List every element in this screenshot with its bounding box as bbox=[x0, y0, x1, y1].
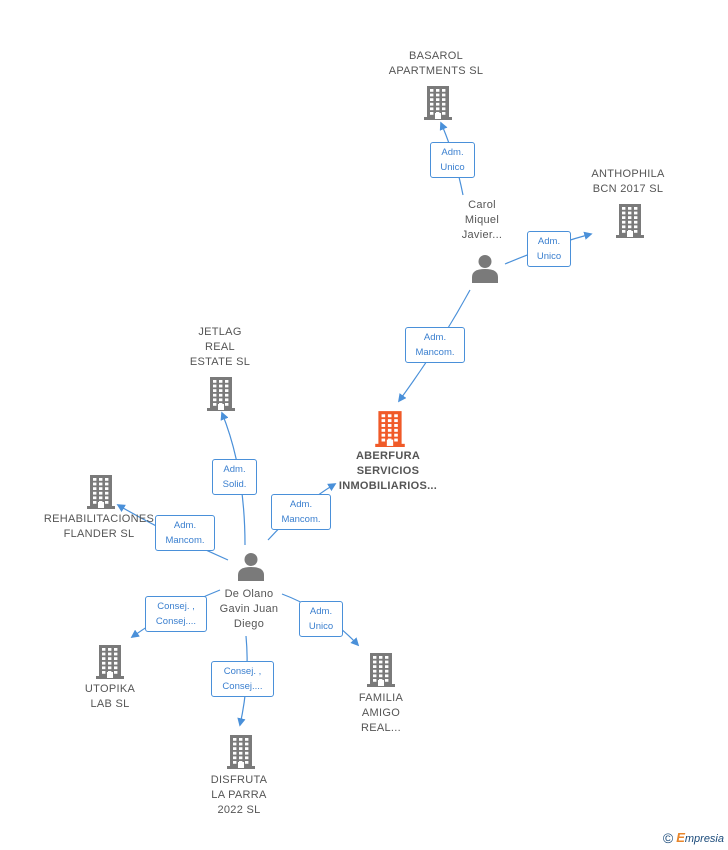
edge-label-deolano-rehab[interactable]: Adm.Mancom. bbox=[155, 515, 215, 551]
edge-label-carol-aberfura[interactable]: Adm.Mancom. bbox=[405, 327, 465, 363]
edge-label-deolano-utopika[interactable]: Consej. ,Consej.... bbox=[145, 596, 207, 632]
edge-label-deolano-familia[interactable]: Adm.Unico bbox=[299, 601, 343, 637]
brand-name: Empresia bbox=[676, 830, 724, 845]
building-icon bbox=[616, 204, 644, 238]
building-icon bbox=[227, 735, 255, 769]
edge-label-carol-basarol[interactable]: Adm.Unico bbox=[430, 142, 475, 178]
building-icon bbox=[375, 411, 405, 447]
copyright-icon: © bbox=[662, 830, 674, 846]
building-icon bbox=[367, 653, 395, 687]
building-icon bbox=[96, 645, 124, 679]
edge-label-deolano-jetlag[interactable]: Adm.Solid. bbox=[212, 459, 257, 495]
edge-label-deolano-aberfura[interactable]: Adm.Mancom. bbox=[271, 494, 331, 530]
edge-label-deolano-disfruta[interactable]: Consej. ,Consej.... bbox=[211, 661, 274, 697]
building-icon bbox=[207, 377, 235, 411]
building-icon bbox=[424, 86, 452, 120]
person-icon bbox=[472, 255, 498, 283]
person-icon bbox=[238, 553, 264, 581]
edge-label-carol-anthophila[interactable]: Adm.Unico bbox=[527, 231, 571, 267]
empresia-watermark: ©Empresia bbox=[663, 830, 724, 846]
building-icon bbox=[87, 475, 115, 509]
